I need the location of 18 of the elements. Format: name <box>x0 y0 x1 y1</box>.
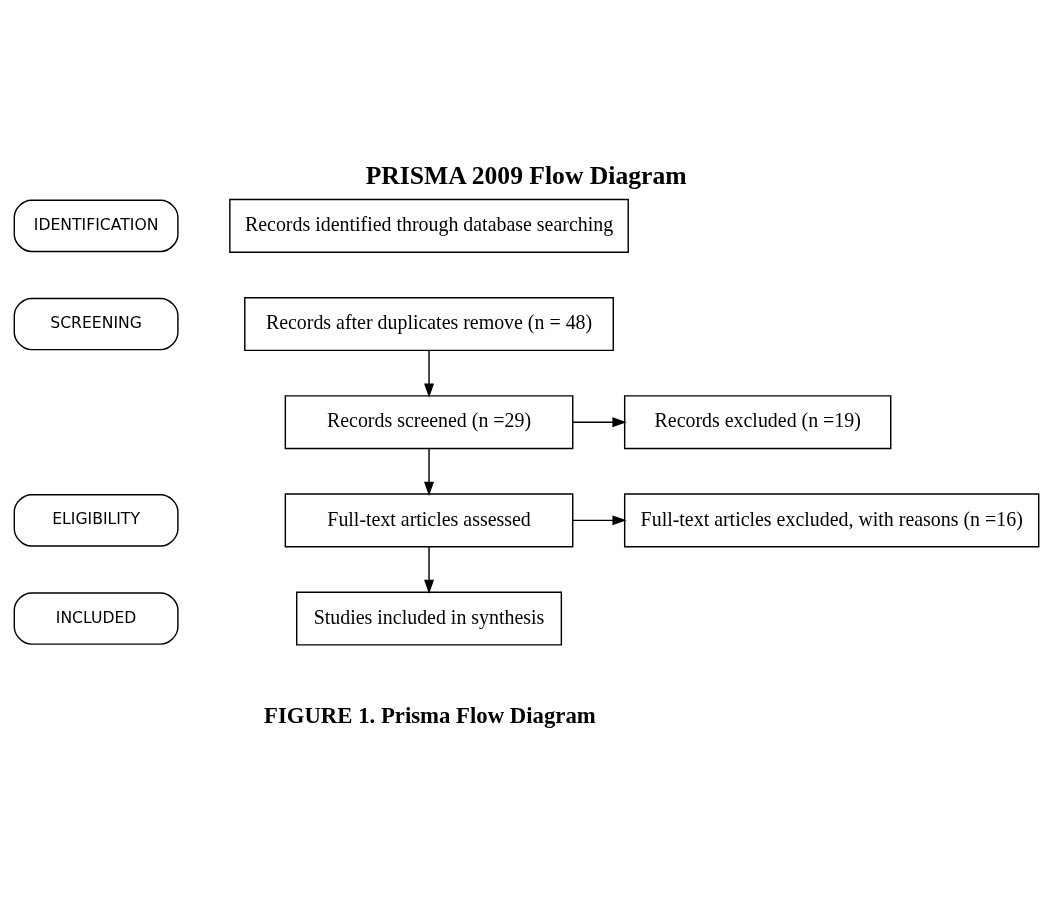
node-box: Records excluded (n =19) <box>623 395 892 450</box>
node-box: Records screened (n =29) <box>284 395 574 450</box>
node-box: Full-text articles assessed <box>284 493 574 548</box>
arrow <box>424 349 435 398</box>
diagram-title: PRISMA 2009 Flow Diagram <box>365 161 687 191</box>
node-box: Studies included in synthesis <box>296 591 563 646</box>
arrow <box>424 546 435 595</box>
node-box: SCREENING <box>13 297 179 351</box>
arrow <box>424 447 435 496</box>
node-box: ELIGIBILITY <box>13 494 179 547</box>
node-box: Records after duplicates remove (n = 48) <box>244 297 614 352</box>
arrow <box>572 515 627 526</box>
node-box: Records identified through database searching <box>229 198 629 253</box>
caption: FIGURE 1. Prisma Flow Diagram <box>263 702 596 728</box>
node-box: IDENTIFICATION <box>13 199 179 253</box>
arrow <box>572 417 627 428</box>
node-box: INCLUDED <box>13 592 179 645</box>
node-box: Full-text articles excluded, with reasons (n =16) <box>623 493 1040 548</box>
